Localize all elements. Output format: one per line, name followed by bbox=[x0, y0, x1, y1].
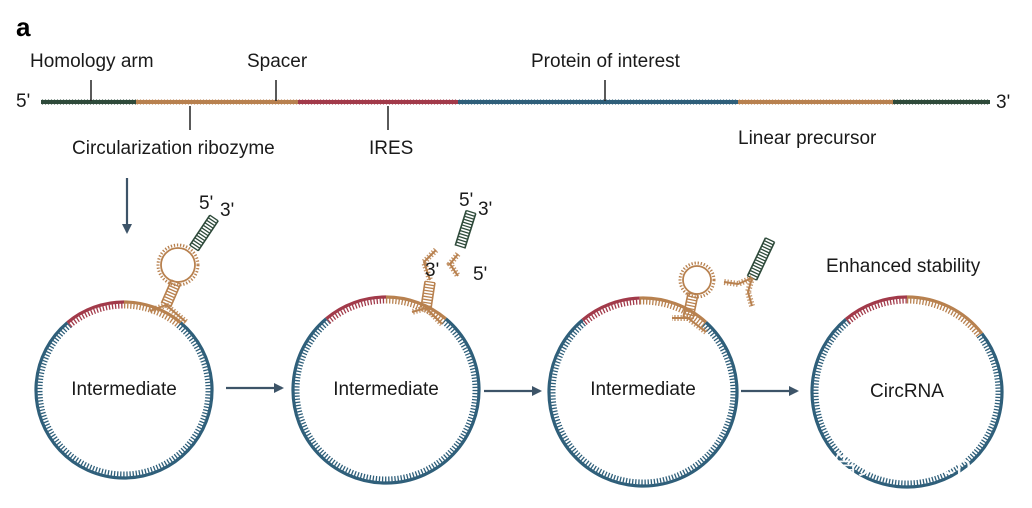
ribozyme-arm-2b bbox=[423, 305, 445, 327]
homology-arm-segment bbox=[41, 99, 137, 105]
ribozyme-split-2a bbox=[446, 252, 461, 278]
released-ribozyme-b bbox=[744, 277, 755, 307]
protein-segment bbox=[458, 99, 738, 105]
ribozyme-arm-2a bbox=[411, 305, 427, 315]
ires-label: IRES bbox=[369, 138, 413, 159]
linear-precursor-label: Linear precursor bbox=[738, 128, 877, 149]
watermark: 知乎 @借头Darren bbox=[745, 451, 972, 481]
enhanced-stability-label: Enhanced stability bbox=[826, 256, 981, 277]
circrna-circle bbox=[810, 295, 1004, 489]
ribozyme-arm-1a bbox=[148, 302, 168, 314]
end-label-3p-2: 3' bbox=[478, 199, 492, 220]
homology-stem-1 bbox=[189, 214, 219, 252]
ribozyme-loop-3 bbox=[678, 261, 716, 299]
circrna-label: CircRNA bbox=[870, 381, 944, 402]
end-label-5p-2: 5' bbox=[459, 190, 473, 211]
intermediate-label-3: Intermediate bbox=[590, 379, 696, 400]
intermediate-circle-2 bbox=[291, 295, 481, 485]
ribozyme-segment bbox=[136, 99, 238, 105]
intermediate-circle-1 bbox=[34, 300, 214, 480]
intermediate-label-2: Intermediate bbox=[333, 379, 439, 400]
end-label-3p-2b: 3' bbox=[425, 260, 439, 281]
intermediate-label-1: Intermediate bbox=[71, 379, 177, 400]
spacer-segment bbox=[238, 99, 298, 105]
protein-of-interest-label: Protein of interest bbox=[531, 51, 681, 72]
linear-precursor: 5' 3' Homology arm Spacer Protein of int… bbox=[16, 51, 1010, 159]
circularization-ribozyme-label: Circularization ribozyme bbox=[72, 138, 275, 159]
ribozyme-stem-2 bbox=[420, 280, 436, 309]
released-homology-stem bbox=[746, 237, 776, 281]
precursor-strand bbox=[41, 99, 990, 105]
intermediate-circle-3 bbox=[547, 296, 739, 488]
spacer-label: Spacer bbox=[247, 51, 308, 72]
ribozyme-stem-3 bbox=[682, 292, 699, 320]
ribozyme-split-2b bbox=[420, 247, 439, 281]
ribozyme-stem-1 bbox=[160, 279, 182, 308]
homology-arm-segment-2 bbox=[893, 99, 990, 105]
ires-segment bbox=[298, 99, 458, 105]
homology-arm-label: Homology arm bbox=[30, 51, 154, 72]
ribozyme-arm-3b bbox=[686, 315, 708, 335]
homology-stem-2 bbox=[454, 209, 477, 249]
end-label-3p-1: 3' bbox=[220, 200, 234, 221]
end-label-5p-2b: 5' bbox=[473, 264, 487, 285]
end-label-5p-1: 5' bbox=[199, 193, 213, 214]
ribozyme-arm-1b bbox=[164, 302, 188, 325]
ribozyme-segment-2 bbox=[738, 99, 894, 105]
ribozyme-loop-1 bbox=[156, 243, 200, 287]
circles-layer bbox=[34, 295, 1004, 489]
three-prime-label: 3' bbox=[996, 92, 1010, 113]
five-prime-label: 5' bbox=[16, 91, 30, 112]
stems-layer bbox=[148, 209, 776, 335]
panel-label: a bbox=[16, 12, 31, 42]
released-ribozyme-a bbox=[723, 275, 754, 288]
